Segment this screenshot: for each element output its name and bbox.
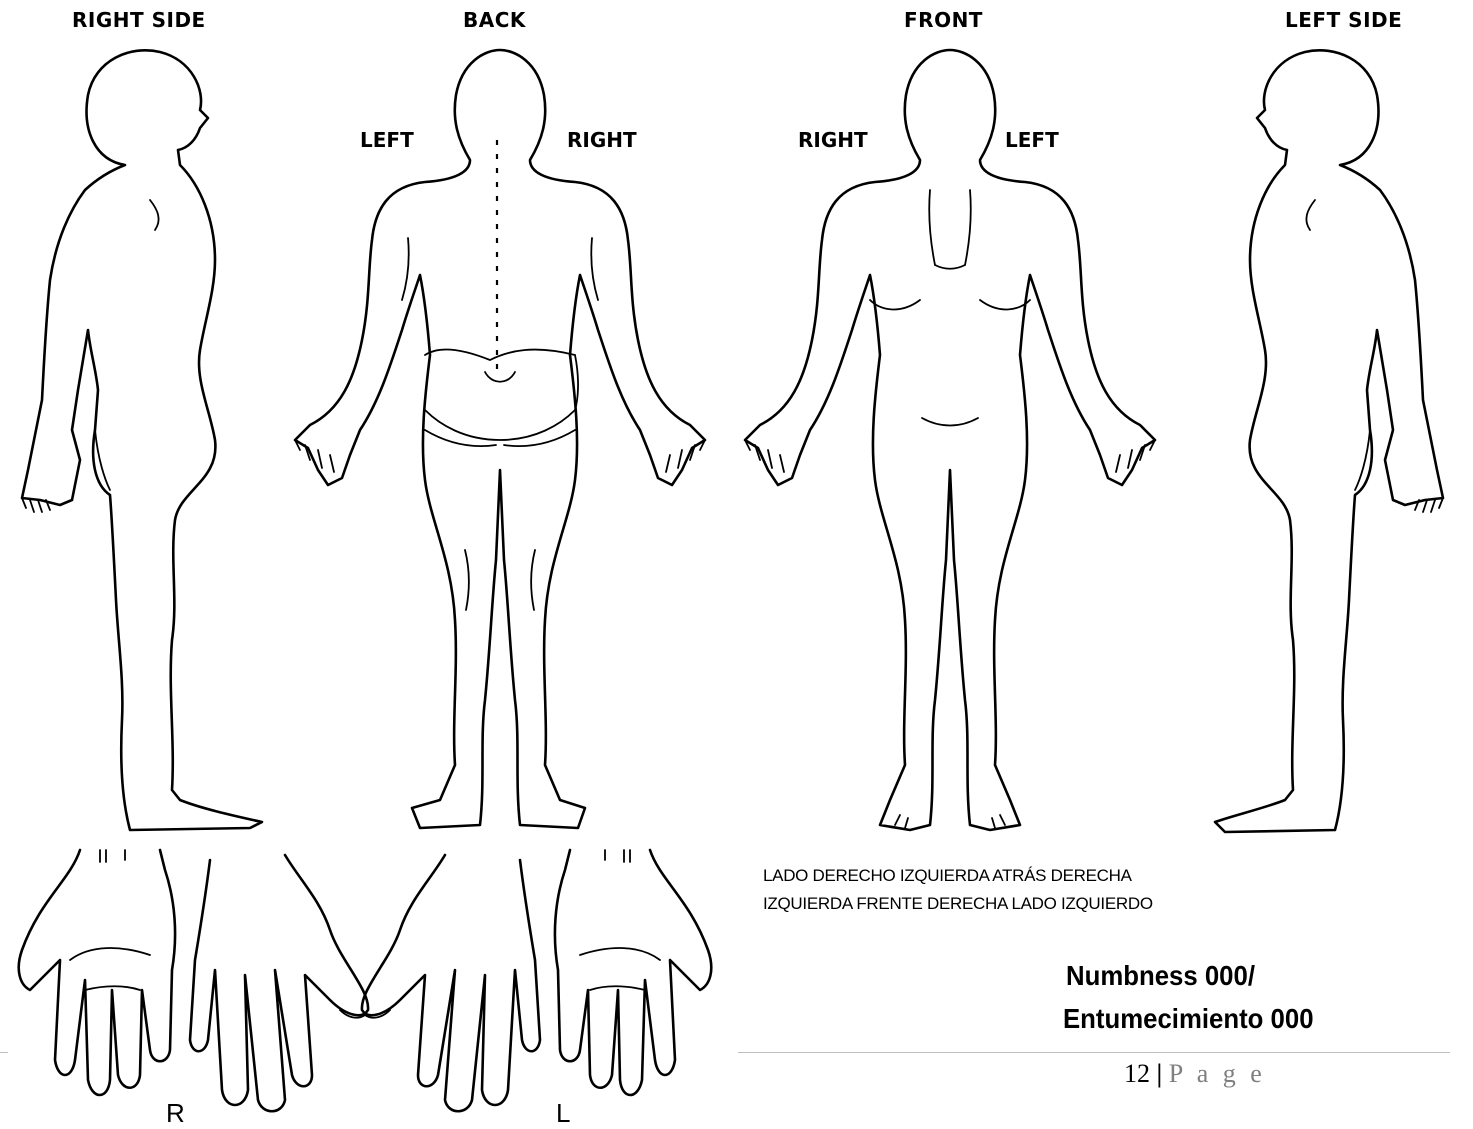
- page-word: P a g e: [1169, 1059, 1266, 1088]
- right-hand-letter: R: [166, 1098, 185, 1129]
- left-hand-letter: L: [556, 1098, 570, 1129]
- figure-front: [745, 50, 1155, 830]
- spanish-line-2: IZQUIERDA FRENTE DERECHA LADO IZQUIERDO: [763, 894, 1153, 914]
- page-separator: |: [1157, 1059, 1163, 1088]
- spanish-line-1: LADO DERECHO IZQUIERDA ATRÁS DERECHA: [763, 866, 1132, 886]
- figure-left-side: [1215, 50, 1443, 832]
- page-footer: 12 | P a g e: [1124, 1059, 1266, 1089]
- numbness-label-es: Entumecimiento 000: [1063, 1003, 1314, 1035]
- footer-rule-left: [0, 1052, 8, 1053]
- footer-rule: [738, 1052, 1450, 1053]
- numbness-label-en: Numbness 000/: [1066, 960, 1255, 992]
- page-number: 12: [1124, 1059, 1150, 1088]
- figure-back: [295, 50, 705, 828]
- hands-diagram: [19, 850, 712, 1111]
- figure-right-side: [22, 50, 262, 830]
